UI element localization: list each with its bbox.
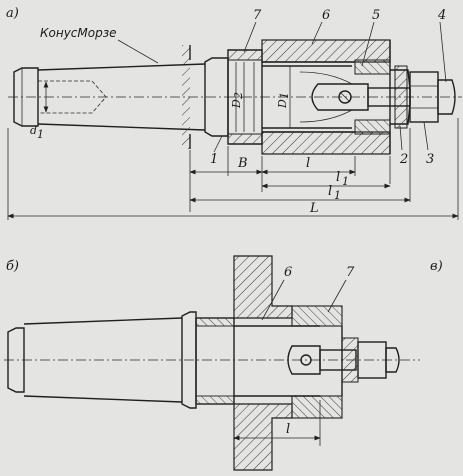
svg-text:2: 2 [232, 92, 245, 100]
view-b: б) в) 6 7 [4, 255, 443, 471]
view-v-label: в) [430, 259, 443, 274]
dim-l1-a: l 1 [261, 170, 391, 189]
svg-text:l: l [328, 184, 332, 199]
dim-L: L [7, 201, 459, 219]
dim-l1-b: l 1 [189, 184, 411, 203]
collar-b [181, 311, 197, 409]
machine-wall-a [182, 45, 190, 149]
part-label-3: 3 [426, 152, 434, 167]
morse-taper-leader [117, 39, 159, 64]
part-6-body-top [261, 39, 391, 63]
view-b-label: б) [6, 259, 19, 274]
morse-shank [37, 63, 206, 131]
svg-text:1: 1 [334, 189, 341, 202]
morse-taper-label: КонусМорзе [40, 26, 116, 40]
dim-l-b: l [233, 422, 321, 441]
part-label-4: 4 [437, 8, 446, 23]
svg-text:l: l [286, 422, 290, 437]
dim-B: B [189, 156, 263, 175]
clamp-b [287, 345, 321, 375]
svg-text:1: 1 [37, 128, 44, 141]
svg-text:B: B [237, 156, 248, 171]
part-4-screw [437, 79, 456, 115]
part-label-5: 5 [372, 8, 380, 23]
part-label-6-b: 6 [284, 265, 292, 280]
wall-b-bottom [233, 403, 293, 471]
part-label-7: 7 [253, 8, 262, 23]
part-label-2: 2 [399, 152, 408, 167]
part-label-7-b: 7 [346, 265, 355, 280]
dim-d1: d 1 [30, 81, 49, 141]
part-5-ring-top [354, 59, 391, 75]
part-7-ring-top [291, 305, 343, 327]
cam-profile [299, 71, 353, 123]
part-7-ring-bottom [291, 395, 343, 419]
dim-D2: D 2 [230, 62, 245, 132]
shank-b [23, 317, 183, 403]
clamping-piece [311, 83, 369, 111]
svg-text:1: 1 [278, 92, 291, 99]
svg-text:L: L [309, 201, 319, 216]
svg-text:l: l [306, 156, 310, 171]
view-a: а) КонусМорзе [6, 6, 462, 220]
washer-b [341, 337, 359, 383]
part-5-ring-bottom [354, 119, 391, 135]
svg-text:l: l [336, 170, 340, 185]
dim-l: l [261, 156, 356, 175]
bushing-b [195, 317, 235, 405]
part-label-1: 1 [210, 152, 218, 167]
part-label-6: 6 [322, 8, 330, 23]
svg-text:D: D [230, 99, 243, 109]
svg-text:d: d [30, 124, 37, 137]
screw-end-b [385, 347, 400, 373]
tang-bore [38, 80, 107, 114]
svg-text:1: 1 [342, 175, 349, 188]
dim-D1: D 1 [276, 66, 291, 128]
pin-5 [338, 90, 352, 104]
view-a-label: а) [6, 6, 19, 21]
part-6-body-bottom [261, 131, 391, 155]
tang-end-b [7, 327, 25, 393]
svg-text:D: D [276, 99, 289, 109]
